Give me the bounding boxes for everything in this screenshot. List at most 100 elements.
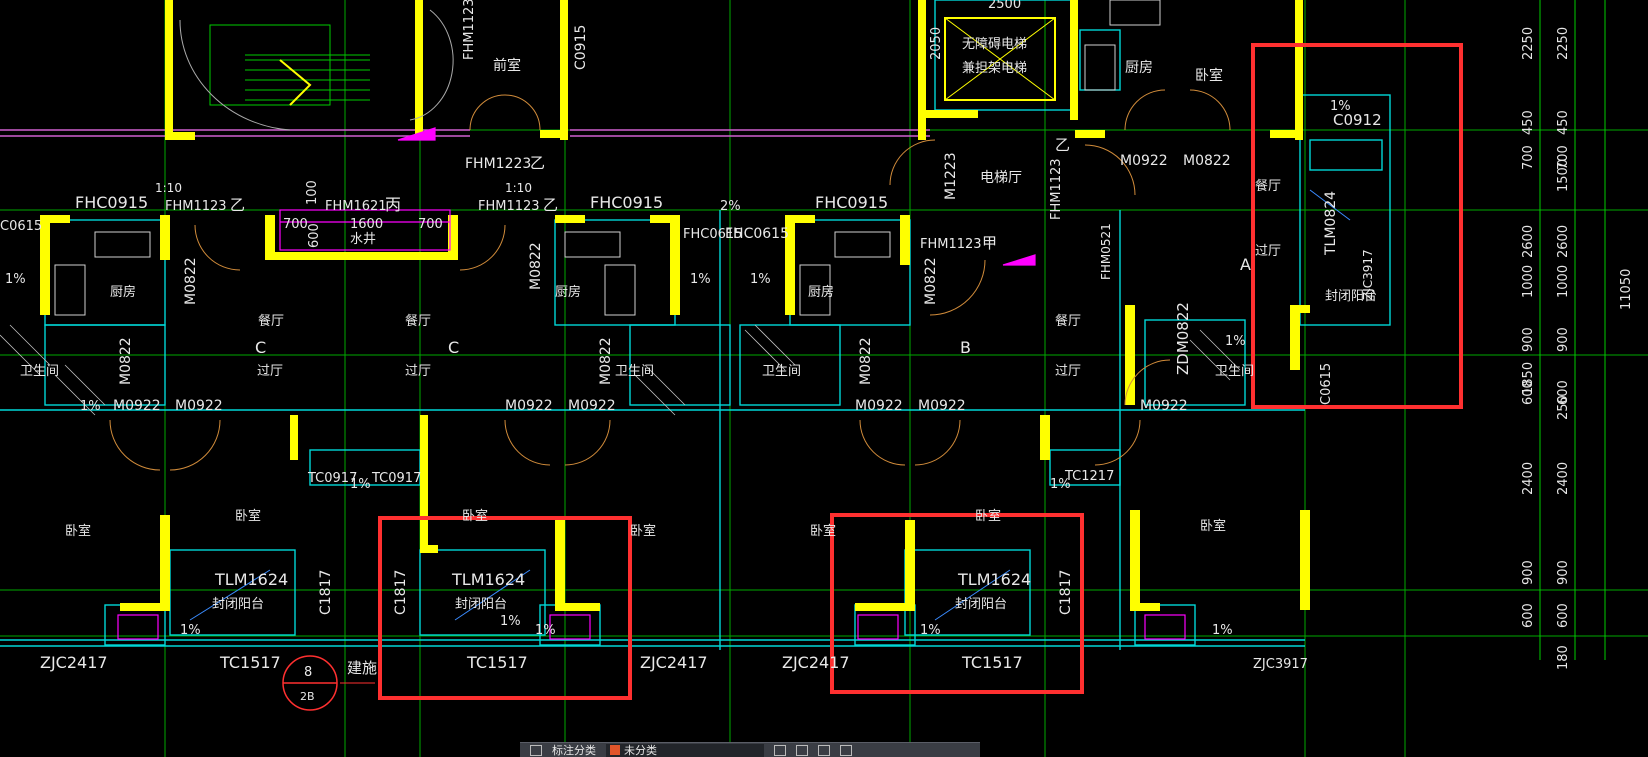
dimension-text: 1600 [350,217,383,232]
door-label: M0922 [1120,153,1168,169]
door-label: M0822 [1183,153,1231,169]
cyan-outlines [0,0,1391,650]
room-label: 过厅 [405,364,431,379]
slope-label: 1% [350,477,371,492]
door-label: M0922 [918,398,966,414]
room-label: 封闭阳台 [455,597,507,612]
room-label: 卧室 [1200,518,1226,534]
room-label: 卧室 [1195,67,1223,84]
axis-sheet-label: 建施 [347,659,377,677]
annotation-icon[interactable] [530,744,542,756]
category-dropdown-value: 未分类 [624,744,657,757]
toolbar-item1-label[interactable]: 标注分类 [552,744,596,757]
door-label: FHC0915 [75,193,148,212]
dimension-text: 900 [1521,560,1536,585]
grade-label: 丙 [385,195,401,214]
room-label: 水井 [350,232,376,247]
door-label: M0922 [505,398,553,414]
stair-arc [179,9,454,131]
window-label: C0615 [1319,363,1334,405]
window-label: ZJC3917 [1253,657,1308,672]
axis-sheet: 2B [300,690,315,703]
room-label: 厨房 [808,284,834,300]
slope-label: 1% [1050,477,1071,492]
room-label: 卧室 [65,523,91,539]
room-label: 卧室 [630,523,656,539]
room-label: 卫生间 [1215,364,1254,379]
door-label: FHC0915 [815,193,888,212]
window-label: ZJC2417 [782,653,850,672]
door-label: M0922 [1140,398,1188,414]
slope-label: 1% [500,614,521,629]
window-label: TC0917 [307,471,357,486]
unit-tag: C [255,338,266,357]
dimension-text: 900 [1556,560,1571,585]
room-label: 卫生间 [20,364,59,379]
kitchen-fixtures [54,0,1161,316]
category-dropdown[interactable]: 未分类 [606,743,764,757]
dimension-text: 2400 [1521,462,1536,495]
dimension-text: 1500 [1556,159,1571,192]
slope-label: 1% [920,623,941,638]
dimension-text: 1000 [1521,265,1536,298]
room-label: 兼担架电梯 [962,61,1027,76]
grade-label: 乙 [543,196,558,214]
dimension-text: 600 [307,223,322,248]
door-label: ZDM0822 [1174,302,1192,375]
room-label: 前室 [493,57,521,74]
dimension-text: 2500 [988,0,1021,12]
door-label: FHM1223 [465,156,531,172]
window-label: FHC0615 [725,226,789,242]
door-label: M0922 [855,398,903,414]
door-label: M0822 [183,257,199,305]
edit-icon[interactable] [774,744,786,756]
door-label: FHM1123 [462,0,477,60]
room-label: 厨房 [110,284,136,300]
dimension-text: 600 [1521,380,1536,405]
dimension-text: 900 [1521,327,1536,352]
status-toolbar[interactable]: 标注分类 未分类 [520,742,980,757]
unit-tag: A [1240,255,1251,274]
room-label: 过厅 [1055,364,1081,379]
door-label: M1223 [943,152,959,200]
layers-icon[interactable] [818,744,830,756]
highlight-box-2 [378,516,632,700]
door-label: FHM1123 [920,237,982,252]
upload-icon[interactable] [796,744,808,756]
slope-label: 1% [1330,99,1351,114]
slope-label: 1:10 [155,181,182,195]
grade-label: 乙 [230,196,245,214]
dimension-text: 600 [1521,603,1536,628]
door-label: M0822 [923,257,939,305]
highlight-boxes [378,43,1463,700]
grade-label: 乙 [1055,136,1070,154]
dimension-text: 1850 [1521,362,1536,395]
window-label: TLM0824 [1323,191,1339,256]
print-icon[interactable] [840,744,852,756]
door-label: M0922 [568,398,616,414]
door-label: M0922 [113,398,161,414]
door-label: FHM1123 [1049,158,1064,220]
axis-bubble [282,655,375,711]
window-label: TLM1624 [214,570,288,589]
door-swings [109,89,1231,471]
dimension-text: 100 [305,180,320,205]
window-label: TC1517 [219,653,281,672]
dimension-lines [1539,0,1606,660]
dimension-text: 600 [1556,603,1571,628]
dimension-text: 450 [1521,110,1536,135]
door-label: FHM1123 [165,199,227,214]
dimension-text: 2250 [1521,27,1536,60]
door-label: M0822 [598,337,614,385]
unit-tag: C [448,338,459,357]
window-label: ZJC2417 [40,653,108,672]
window-label: TC1517 [466,653,528,672]
room-label: 封闭阳台 [1325,289,1377,304]
slope-label: 1:10 [505,181,532,195]
room-label: 厨房 [1125,60,1153,76]
window-label: C1817 [393,570,409,615]
window-label: C1817 [1058,570,1074,615]
dimension-text: 2600 [1556,225,1571,258]
